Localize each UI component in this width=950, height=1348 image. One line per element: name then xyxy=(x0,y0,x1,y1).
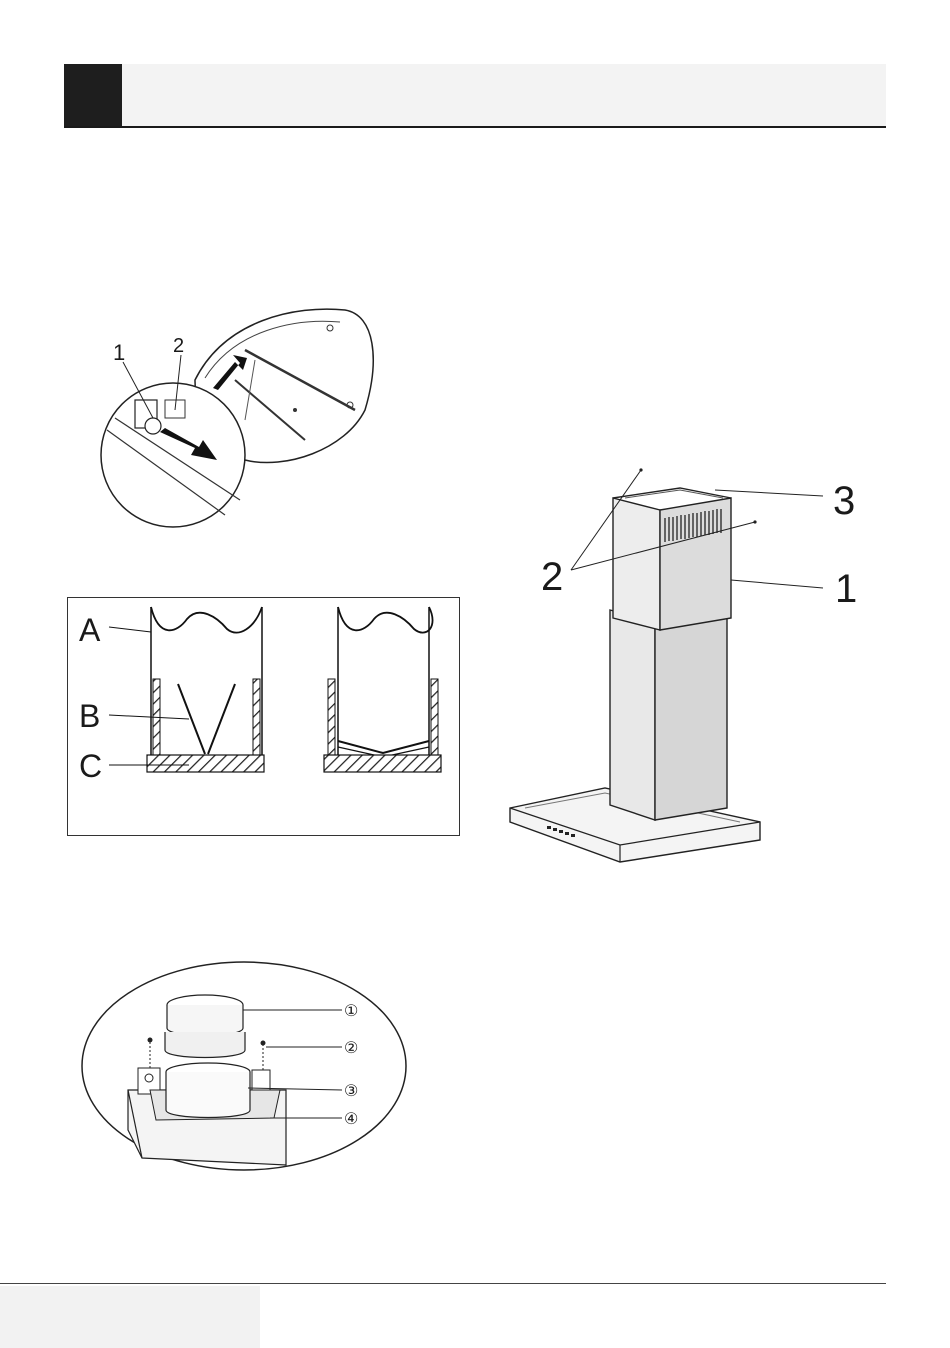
duct-label-1: ① xyxy=(344,1003,358,1020)
upper-chimney-front xyxy=(613,498,660,630)
valve-figure-frame xyxy=(68,598,460,836)
duct-connection-figure: ① ② ③ ④ xyxy=(80,960,410,1172)
hood-label-1: 1 xyxy=(835,567,857,611)
section-header-bar xyxy=(64,64,886,128)
bracket-installation-figure: 1 2 xyxy=(95,300,385,530)
bracket-label-2: 2 xyxy=(173,335,184,357)
valve-label-c: C xyxy=(79,748,102,784)
valve-label-b: B xyxy=(79,698,100,734)
duct-label-2: ② xyxy=(344,1040,358,1057)
lower-chimney-side xyxy=(655,608,727,820)
chimney-hood-figure: 2 3 1 xyxy=(505,460,875,870)
non-return-valve-figure: A B C xyxy=(67,597,461,837)
hood-label-3: 3 xyxy=(833,479,855,523)
duct-label-4: ④ xyxy=(344,1111,358,1128)
upper-chimney-side xyxy=(660,498,731,630)
section-number-block xyxy=(64,64,122,126)
bracket-label-1: 1 xyxy=(113,340,125,365)
duct-label-3: ③ xyxy=(344,1083,358,1100)
footer-block xyxy=(0,1286,260,1348)
valve-label-a: A xyxy=(79,612,101,648)
footer-divider xyxy=(0,1283,886,1284)
hood-label-2: 2 xyxy=(541,555,563,599)
lower-chimney-front xyxy=(610,610,655,820)
